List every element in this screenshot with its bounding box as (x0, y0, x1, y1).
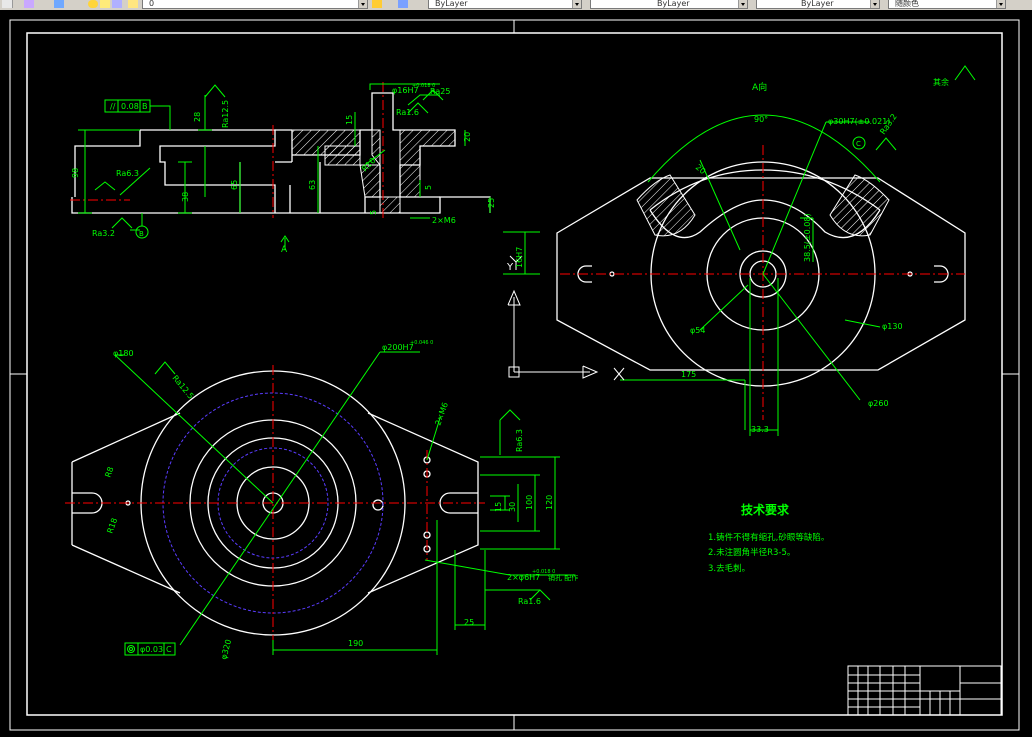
plan-dim-25: 25 (464, 618, 474, 627)
tech-item-3: 3.去毛刺。 (708, 563, 750, 574)
parallelism-tolerance: 0.08 (121, 102, 139, 111)
drawing-frame (9, 19, 1020, 731)
layer-states-icon[interactable] (54, 0, 64, 8)
tech-title: 技术要求 (741, 502, 790, 517)
a-bore-dim: φ30H7(±0.021) (828, 117, 890, 126)
make-current-icon[interactable] (372, 0, 382, 8)
bore-dim: φ16H7 (392, 86, 419, 95)
plan-dim-120: 120 (545, 495, 554, 510)
plotstyle-dropdown-value: 随颜色 (895, 0, 919, 8)
pin-note: 销孔 配作 (548, 573, 578, 582)
chevron-down-icon[interactable] (358, 0, 367, 8)
ucs-y-label: Y (506, 262, 514, 273)
plan-ra-pin: Ra1.6 (518, 597, 541, 606)
a-dim-130: φ130 (882, 322, 903, 331)
concentricity-tol: φ0.03 (140, 645, 163, 654)
datum-b-label: B (139, 230, 144, 238)
concentricity-ref: C (166, 645, 172, 654)
plan-dim-30: 30 (508, 502, 517, 512)
plotstyle-dropdown[interactable]: 随颜色 (888, 0, 1006, 9)
a-dim-175: 175 (681, 370, 696, 379)
a-view: A向 90° 20 φ30H7(±0.021) Ra3.2 C 16H7 38.… (503, 65, 976, 436)
pin-tol: +0.018 0 (532, 569, 555, 575)
technical-requirements: 技术要求 1.铸件不得有缩孔,砂眼等缺陷。 2.未注圆角半径R3-5。 3.去毛… (708, 502, 829, 574)
color-dropdown-value: ByLayer (435, 0, 468, 8)
parallelism-symbol: // (110, 102, 116, 111)
dim-15: 15 (345, 115, 354, 125)
chevron-down-icon[interactable] (996, 0, 1005, 8)
pin-holes: 2×φ6H7 (507, 573, 540, 582)
a-dim-width-left: 16H7 (515, 247, 524, 268)
a-dim-33: 33.3 (751, 425, 769, 434)
angle-90: 90° (754, 115, 768, 124)
a-view-title: A向 (752, 81, 767, 93)
toolbar-grip[interactable] (2, 0, 13, 8)
sun-icon[interactable] (100, 0, 110, 8)
layer-previous-icon[interactable] (398, 0, 408, 8)
dim-25: 25 (487, 198, 496, 208)
lightbulb-icon[interactable] (88, 0, 98, 8)
plan-ra-right: Ra6.3 (515, 429, 524, 452)
a-dim-260: φ260 (868, 399, 889, 408)
remaining-roughness: 其余 (933, 77, 949, 87)
a-dim-54: φ54 (690, 326, 705, 335)
dim-20: 20 (463, 132, 472, 142)
a-dim-width-right: 38.5(±0.08) (803, 213, 812, 262)
tech-item-2: 2.未注圆角半径R3-5。 (708, 547, 795, 558)
dim-63: 63 (308, 180, 317, 190)
dim-5-lower: 5 (369, 210, 378, 215)
ra-top: Ra12.5 (221, 100, 230, 128)
view-arrow-a: A (281, 245, 288, 255)
plan-dim-100: 100 (525, 495, 534, 510)
ra-bore: Ra1.6 (396, 108, 419, 117)
dim-98: 98 (71, 168, 80, 178)
bore-tol: +0.018 0 (412, 83, 435, 89)
layer-manager-icon[interactable] (24, 0, 34, 8)
chevron-down-icon[interactable] (738, 0, 747, 8)
ra-left: Ra6.3 (116, 169, 139, 178)
layer-dropdown[interactable]: 0 (142, 0, 368, 9)
lock-icon[interactable] (112, 0, 122, 8)
lineweight-dropdown[interactable]: ByLayer (756, 0, 880, 9)
color-dropdown[interactable]: ByLayer (428, 0, 582, 9)
ra-right: Ra25 (430, 87, 450, 96)
parallelism-datum: B (142, 102, 148, 111)
dim-5-upper: 5 (424, 185, 433, 190)
chevron-down-icon[interactable] (870, 0, 879, 8)
chevron-down-icon[interactable] (572, 0, 581, 8)
dim-65: 65 (230, 180, 239, 190)
drawing-canvas[interactable]: // 0.08 B 98 28 38 65 63 15 20 5 5 25 R1… (0, 10, 1032, 737)
layer-dropdown-value: 0 (149, 0, 155, 8)
plan-dim-190: 190 (348, 639, 363, 648)
bore-200: φ200H7 (382, 343, 414, 352)
ra-bottom: Ra3.2 (92, 229, 115, 238)
thread-dim: 2×M6 (432, 216, 456, 225)
linetype-dropdown[interactable]: ByLayer (590, 0, 748, 9)
dim-r8: R8 (103, 466, 115, 479)
properties-toolbar: 0 ByLayer ByLayer ByLayer 随颜色 (0, 0, 1032, 11)
dim-28: 28 (193, 112, 202, 122)
tech-item-1: 1.铸件不得有缩孔,砂眼等缺陷。 (708, 532, 829, 543)
a-datum-c: C (856, 140, 861, 148)
dim-38: 38 (181, 192, 190, 202)
linetype-dropdown-value: ByLayer (657, 0, 690, 8)
section-view: // 0.08 B 98 28 38 65 63 15 20 5 5 25 R1… (70, 82, 496, 255)
plan-dim-15: 15 (494, 502, 503, 512)
lineweight-dropdown-value: ByLayer (801, 0, 834, 8)
color-square-icon[interactable] (128, 0, 138, 8)
title-block (847, 665, 1002, 716)
bore-200-tol: +0.046 0 (410, 340, 433, 346)
dim-180: φ180 (113, 349, 134, 358)
